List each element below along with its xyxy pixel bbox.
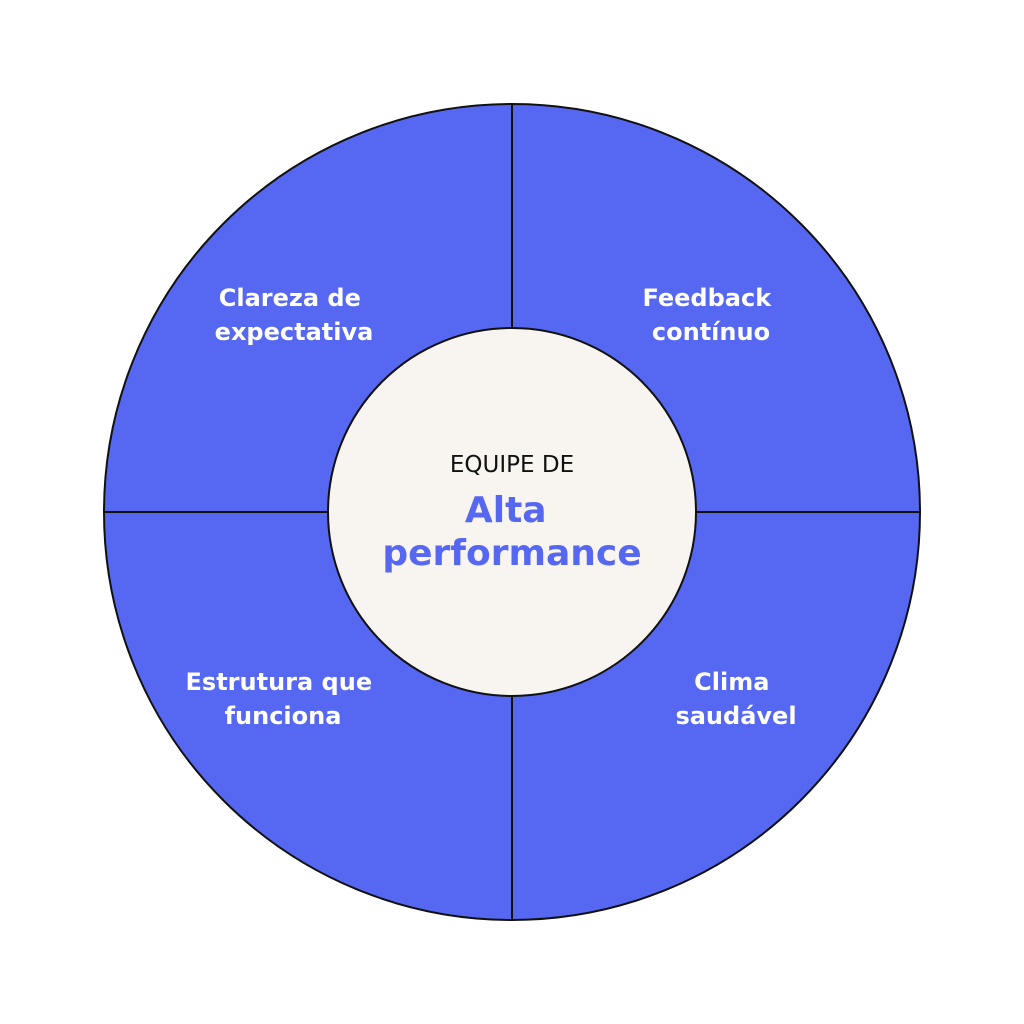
center-circle (327, 327, 697, 697)
center-overline: EQUIPE DE (450, 452, 574, 478)
label-bottom-right-line2: saudável (675, 702, 796, 730)
label-bottom-left: Estrutura que funciona (186, 668, 381, 730)
label-top-left: Clareza de expectativa (215, 284, 374, 346)
center-title: Alta performance (382, 490, 641, 574)
label-top-right-line1: Feedback (642, 284, 772, 312)
label-bottom-right: Clima saudável (675, 668, 796, 730)
label-bottom-right-line1: Clima (694, 668, 769, 696)
label-top-right-line2: contínuo (652, 318, 770, 346)
center-title-line1: Alta (465, 490, 547, 531)
center-title-line2: performance (382, 533, 641, 574)
label-bottom-left-line2: funciona (225, 702, 342, 730)
label-top-left-line1: Clareza de (219, 284, 361, 312)
label-top-left-line2: expectativa (215, 318, 374, 346)
label-top-right: Feedback contínuo (642, 284, 779, 346)
label-bottom-left-line1: Estrutura que (186, 668, 373, 696)
